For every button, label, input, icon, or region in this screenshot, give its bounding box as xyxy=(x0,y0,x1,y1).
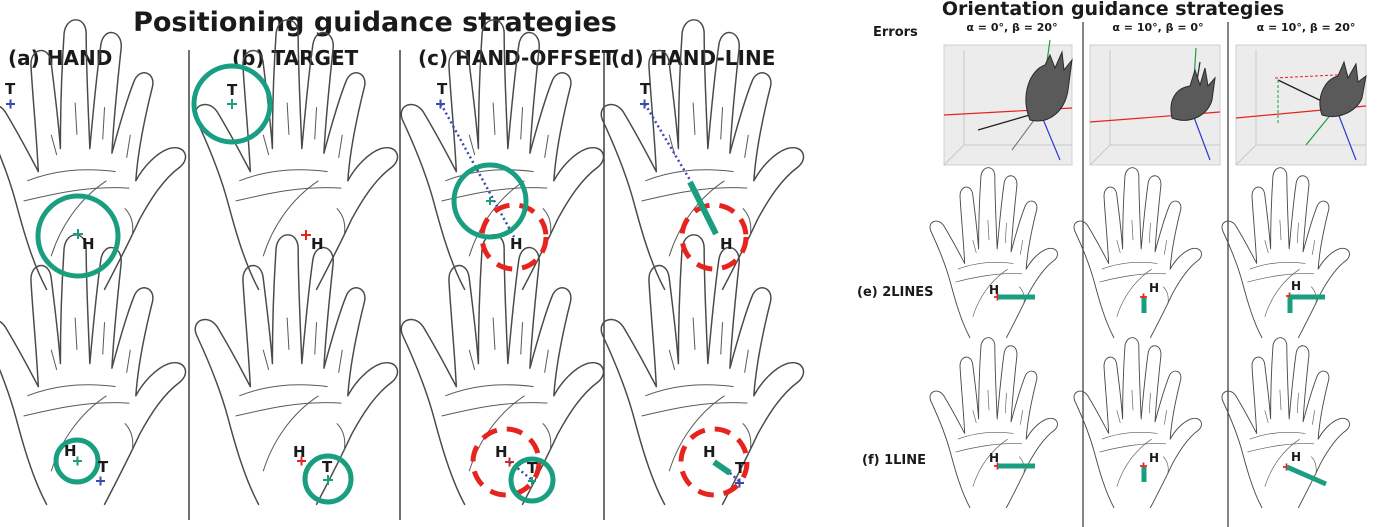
guide-circle xyxy=(35,193,121,279)
target-cross xyxy=(528,477,536,485)
orientation-title: Orientation guidance strategies xyxy=(942,0,1284,20)
target-cross xyxy=(96,476,105,486)
positioning-title: Positioning guidance strategies xyxy=(133,7,617,38)
hand-drawing xyxy=(1221,337,1350,509)
error-3d-view xyxy=(1089,44,1221,166)
hand-label: H xyxy=(293,443,306,461)
hand-label: H xyxy=(82,235,95,253)
angle-label: α = 10°, β = 20° xyxy=(1257,21,1356,34)
col-label-hand-line: (d) HAND-LINE xyxy=(611,46,775,70)
hand-cross xyxy=(73,456,82,466)
target-cross xyxy=(227,99,237,109)
panel-hand-top: T H xyxy=(5,80,121,279)
panel-2lines-2: H xyxy=(1140,281,1159,313)
hand-label: H xyxy=(64,442,77,460)
guide-line xyxy=(687,180,719,236)
panel-hand-line-top: T H xyxy=(640,80,749,272)
target-label: T xyxy=(437,80,448,98)
offset-circle xyxy=(678,426,750,498)
hand-label: H xyxy=(1149,281,1159,295)
offset-circle xyxy=(679,202,749,272)
hand-drawing xyxy=(194,234,399,506)
col-label-hand: (a) HAND xyxy=(8,46,112,70)
hand-cross xyxy=(301,230,311,240)
hand-cross xyxy=(505,457,514,467)
hand-label: H xyxy=(720,235,733,253)
hand-drawing xyxy=(929,337,1058,509)
hand-drawing xyxy=(400,234,605,506)
guide-circle xyxy=(191,63,273,145)
panel-hand-offset-top: T H xyxy=(436,80,549,272)
hand-drawing xyxy=(600,234,805,506)
offset-line xyxy=(439,103,516,238)
offset-line xyxy=(643,103,692,181)
hand-drawing xyxy=(929,167,1058,339)
hand-drawing xyxy=(1073,337,1202,509)
guide-circle xyxy=(508,456,556,504)
hand-label: H xyxy=(703,443,716,461)
offset-circle xyxy=(479,202,549,272)
hand-label: H xyxy=(1149,451,1159,465)
error-3d-view xyxy=(1235,44,1367,166)
panel-1line-3: H xyxy=(1283,450,1327,487)
target-cross xyxy=(640,99,649,109)
hand-cross xyxy=(297,456,306,466)
target-cross xyxy=(6,99,15,109)
target-label: T xyxy=(640,80,651,98)
errors-label: Errors xyxy=(873,25,918,40)
hand-label: H xyxy=(1291,279,1301,293)
offset-line xyxy=(729,472,741,483)
panel-hand-bottom: H T xyxy=(53,437,109,486)
hand-drawing xyxy=(1073,167,1202,339)
row-label-1line: (f) 1LINE xyxy=(862,453,926,468)
hand-label: H xyxy=(311,235,324,253)
target-cross xyxy=(735,478,744,488)
target-label: T xyxy=(227,81,238,99)
panel-hand-offset-bottom: H T xyxy=(470,426,556,504)
hand-drawing xyxy=(1221,167,1350,339)
hand-label: H xyxy=(510,235,523,253)
panel-2lines-1: H xyxy=(989,283,1035,301)
panel-target-bottom: H T xyxy=(293,443,354,505)
row-label-2lines: (e) 2LINES xyxy=(857,285,934,300)
target-label: T xyxy=(527,459,538,477)
target-label: T xyxy=(5,80,16,98)
hand-label: H xyxy=(989,451,999,465)
angle-label: α = 10°, β = 0° xyxy=(1112,21,1203,34)
guide-line xyxy=(712,459,732,476)
target-label: T xyxy=(322,458,333,476)
angle-label: α = 0°, β = 20° xyxy=(966,21,1057,34)
hand-cross xyxy=(486,197,494,205)
hand-label: H xyxy=(1291,450,1301,464)
target-cross xyxy=(436,99,445,109)
error-3d-view xyxy=(943,39,1073,166)
hand-label: H xyxy=(989,283,999,297)
guide-circle xyxy=(53,437,101,485)
guide-circle xyxy=(451,162,529,240)
target-label: T xyxy=(735,459,746,477)
panel-hand-line-bottom: H T xyxy=(678,426,750,498)
panel-1line-2: H xyxy=(1140,451,1159,482)
target-cross xyxy=(323,475,333,485)
guide-circle xyxy=(302,453,354,505)
panel-2lines-3: H xyxy=(1286,279,1325,313)
panel-target-top: T H xyxy=(191,63,324,253)
target-label: T xyxy=(98,458,109,476)
hand-cross xyxy=(73,229,83,239)
hand-label: H xyxy=(495,443,508,461)
guide-line xyxy=(1286,464,1327,487)
panel-1line-1: H xyxy=(989,451,1035,470)
col-label-target: (b) TARGET xyxy=(232,46,359,70)
